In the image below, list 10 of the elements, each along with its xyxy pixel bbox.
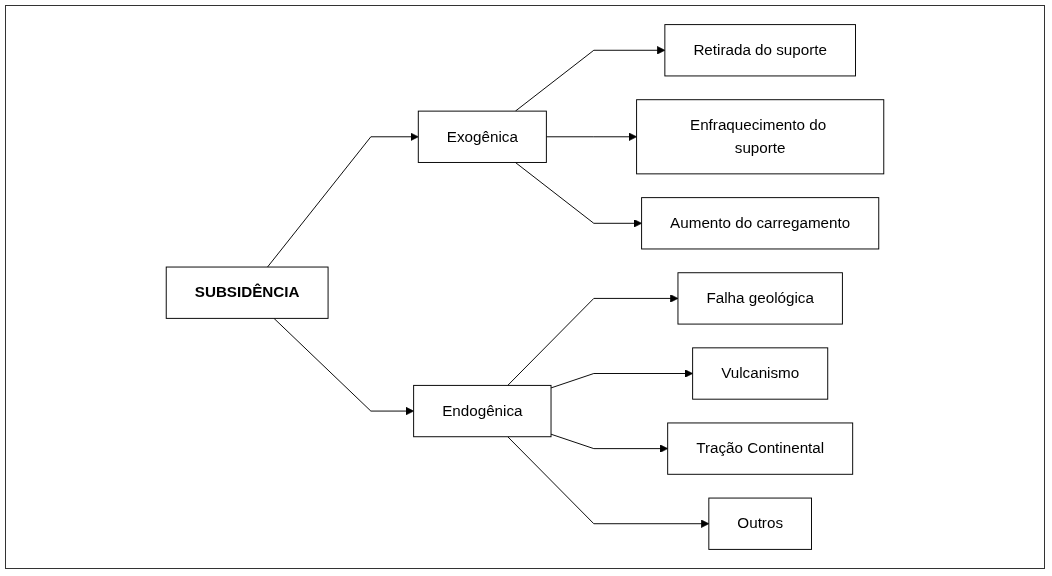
node-box: Retirada do suporte [664,24,856,77]
node-box: SUBSIDÊNCIA [165,266,329,319]
node-box: Exogênica [417,110,547,163]
node-box: Falha geológica [677,272,843,325]
node-box: Outros [708,497,812,550]
node-box: Tração Continental [667,422,854,475]
node-box: Endogênica [413,384,552,438]
node-box: Enfraquecimento do suporte [636,99,885,175]
node-box: Aumento do carregamento [641,197,880,250]
node-box: Vulcanismo [692,347,829,400]
